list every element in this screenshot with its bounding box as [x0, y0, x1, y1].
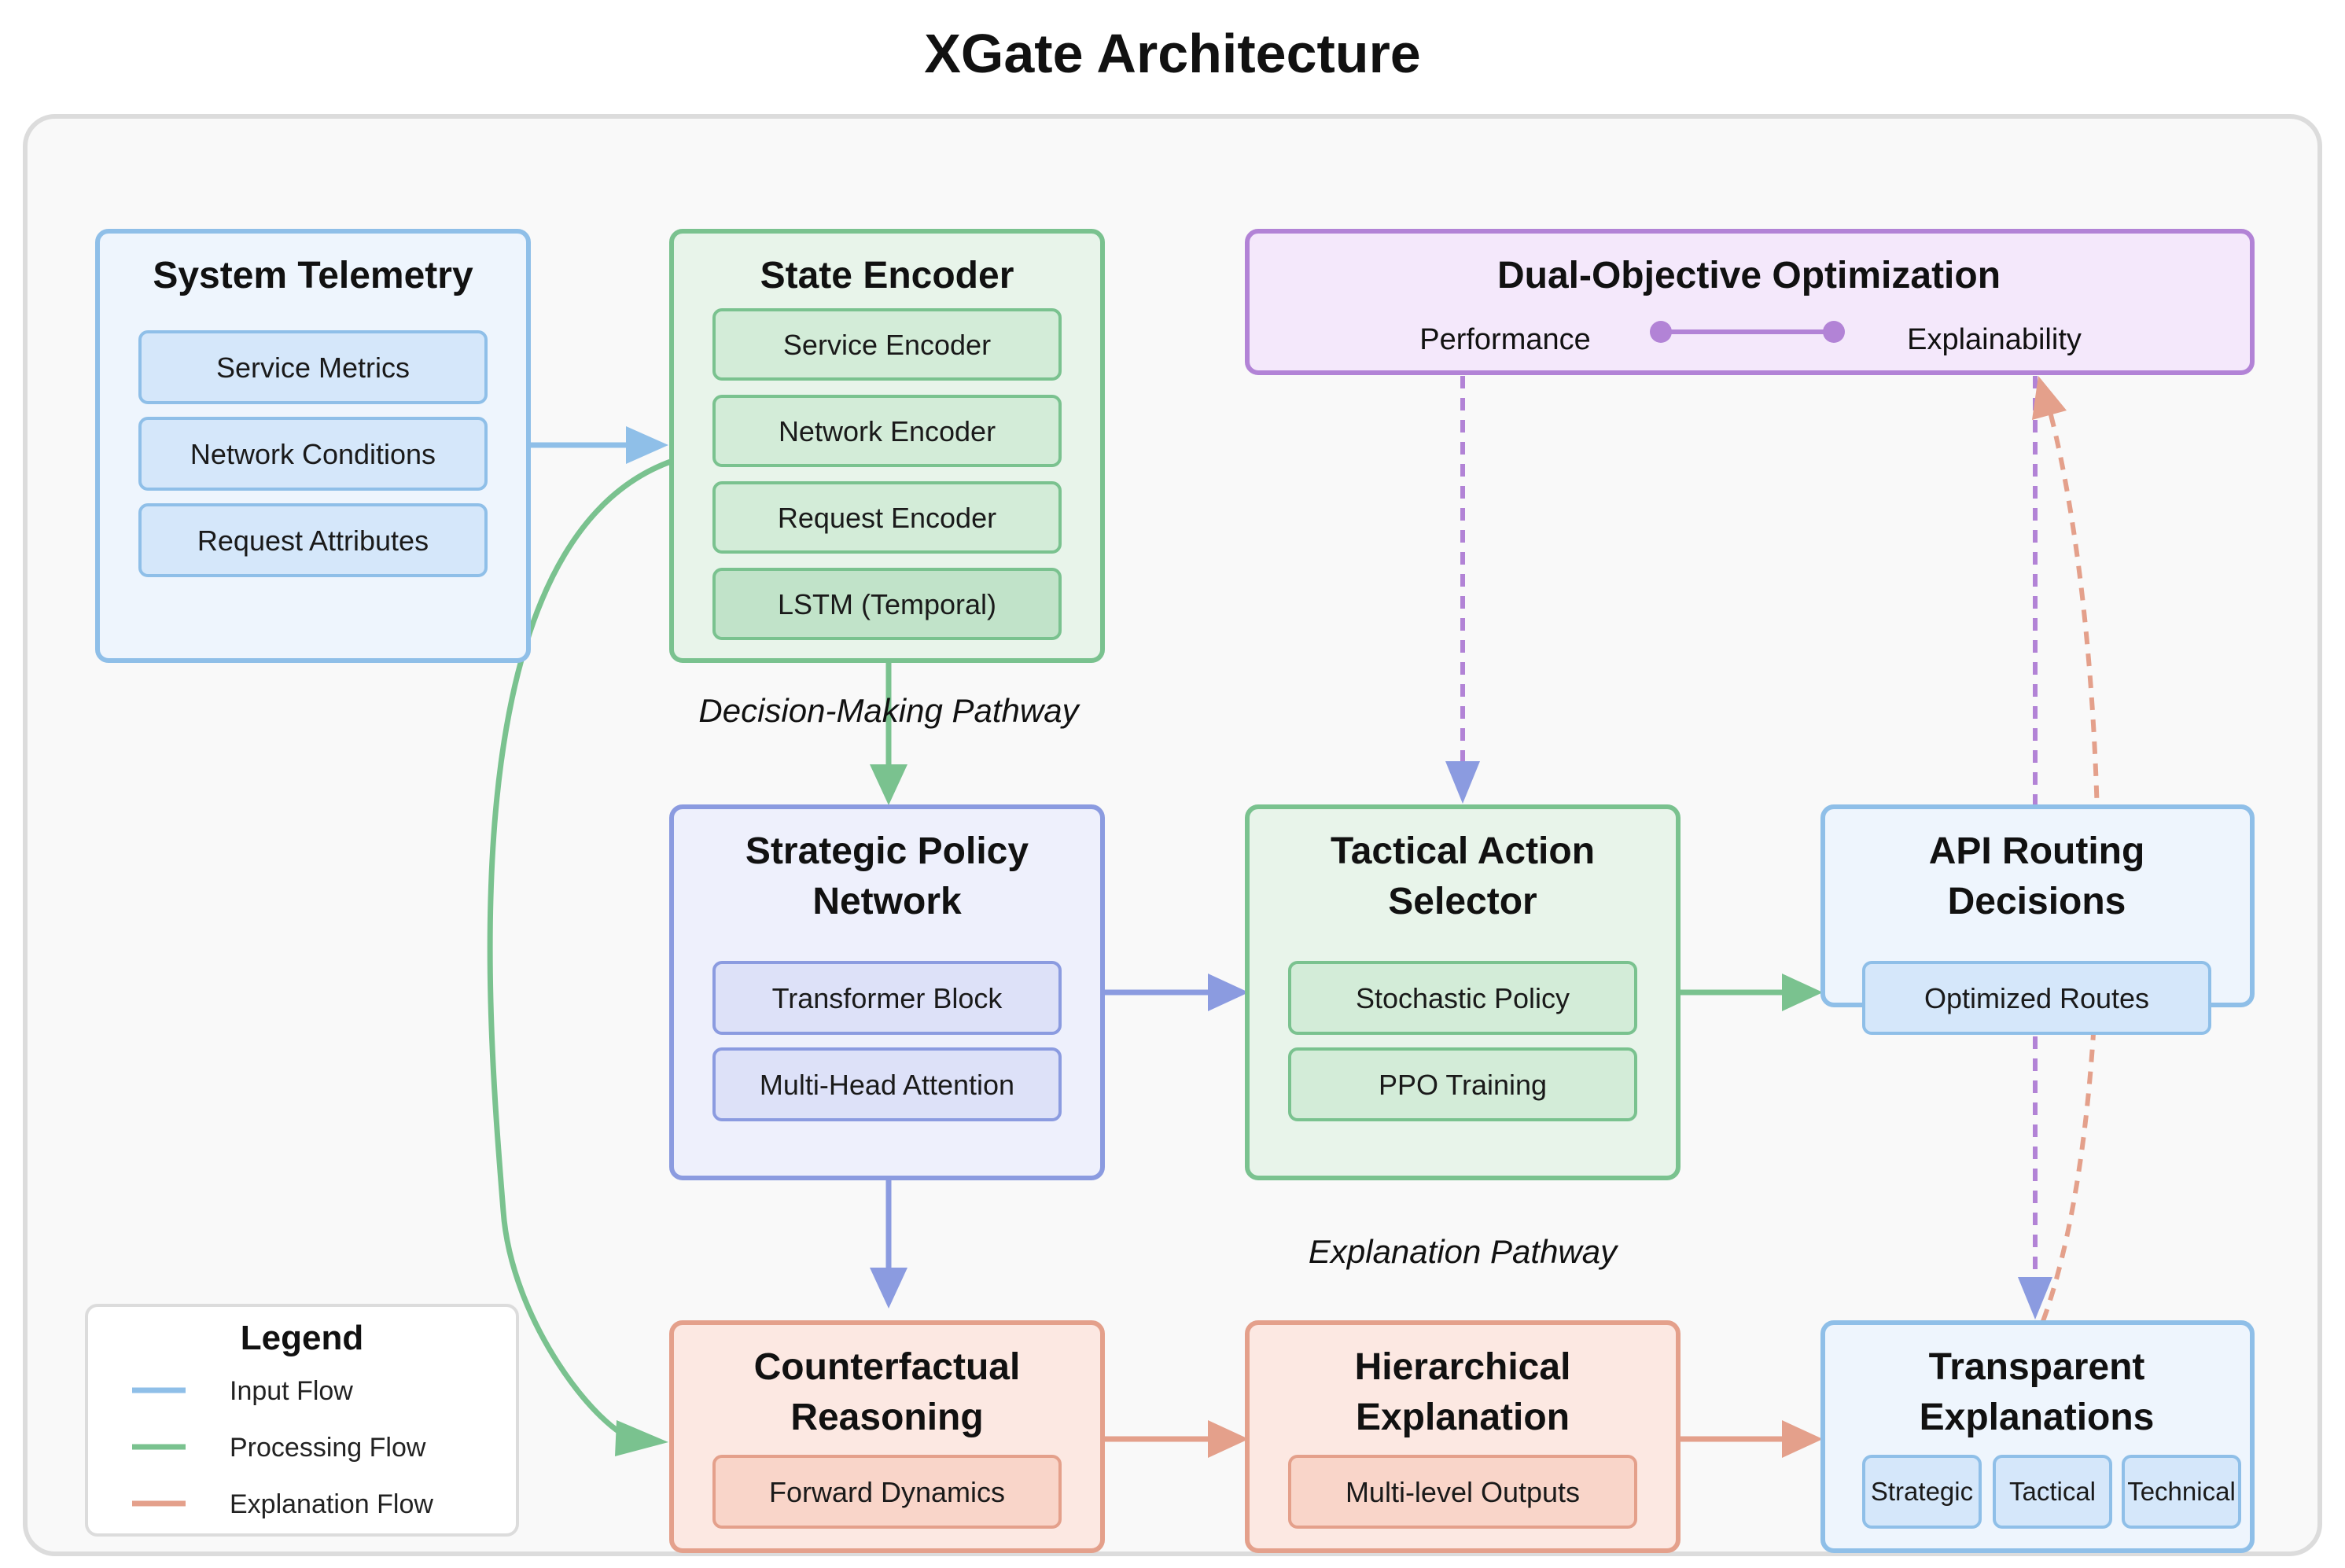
arrowhead-policy-to-tactical	[1208, 974, 1249, 1011]
telemetry-item-request-attributes: Request Attributes	[197, 525, 429, 557]
objective-explainability-dot	[1823, 321, 1845, 343]
telemetry-item-service-metrics: Service Metrics	[216, 352, 410, 384]
arrowhead-counterfactual-to-hierarchical	[1208, 1420, 1249, 1458]
encoder-item-service: Service Encoder	[783, 329, 991, 361]
policy-item-attention: Multi-Head Attention	[760, 1069, 1014, 1101]
legend-explanation-label: Explanation Flow	[230, 1489, 433, 1519]
dual-objective-box: Dual-Objective Optimization Performance …	[1245, 229, 2255, 375]
objective-explainability: Explainability	[1907, 323, 2082, 356]
encoder-item-network: Network Encoder	[779, 415, 996, 447]
hierarchical-title-line2: Explanation	[1356, 1397, 1570, 1438]
arrowhead-encoder-to-counterfactual	[615, 1420, 668, 1456]
encoder-item-lstm: LSTM (Temporal)	[778, 588, 996, 620]
state-encoder-box: State Encoder Service Encoder Network En…	[669, 229, 1105, 663]
api-routing-title-line2: Decisions	[1948, 881, 2126, 922]
diagram-title: XGate Architecture	[924, 23, 1421, 84]
tactical-action-box: Tactical Action Selector Stochastic Poli…	[1245, 804, 1681, 1180]
arrowhead-hierarchical-to-transparent	[1782, 1420, 1823, 1458]
tactical-action-title-line1: Tactical Action	[1331, 830, 1595, 872]
tactical-item-stochastic: Stochastic Policy	[1356, 982, 1570, 1014]
arrowhead-policy-to-counterfactual	[870, 1268, 907, 1309]
strategic-policy-title-line1: Strategic Policy	[745, 830, 1029, 872]
api-routing-box: API Routing Decisions Optimized Routes	[1820, 804, 2255, 1035]
explanation-pathway-label: Explanation Pathway	[1309, 1233, 1619, 1270]
hierarchical-box: Hierarchical Explanation Multi-level Out…	[1245, 1320, 1681, 1553]
legend: Legend Input Flow Processing Flow Explan…	[85, 1304, 519, 1537]
hierarchical-item-multilevel: Multi-level Outputs	[1346, 1476, 1580, 1508]
transparent-item-tactical: Tactical	[2009, 1477, 2096, 1506]
arrowhead-encoder-to-policy	[870, 764, 907, 805]
arrowhead-transparent-to-optimization	[2032, 376, 2067, 420]
encoder-item-request: Request Encoder	[778, 502, 996, 534]
tactical-item-ppo: PPO Training	[1379, 1069, 1547, 1101]
counterfactual-title-line1: Counterfactual	[754, 1346, 1021, 1388]
arrow-encoder-to-counterfactual	[487, 448, 713, 1444]
counterfactual-item-forward: Forward Dynamics	[769, 1476, 1005, 1508]
policy-item-transformer: Transformer Block	[772, 982, 1003, 1014]
legend-processing-label: Processing Flow	[230, 1433, 426, 1463]
system-telemetry-box: System Telemetry Service Metrics Network…	[95, 229, 531, 663]
strategic-policy-box: Strategic Policy Network Transformer Blo…	[669, 804, 1105, 1180]
transparent-title-line2: Explanations	[1920, 1397, 2155, 1438]
arrowhead-telemetry-to-encoder	[626, 426, 668, 464]
transparent-item-technical: Technical	[2127, 1477, 2236, 1506]
objective-performance: Performance	[1419, 323, 1591, 356]
arrowhead-tactical-to-routing	[1782, 974, 1823, 1011]
hierarchical-title-line1: Hierarchical	[1355, 1346, 1571, 1388]
legend-title: Legend	[241, 1319, 363, 1357]
telemetry-item-network-conditions: Network Conditions	[190, 438, 436, 470]
decision-pathway-label: Decision-Making Pathway	[698, 692, 1080, 729]
state-encoder-title: State Encoder	[760, 255, 1014, 296]
dual-objective-title: Dual-Objective Optimization	[1497, 255, 2001, 296]
strategic-policy-title-line2: Network	[812, 881, 962, 922]
legend-input-label: Input Flow	[230, 1376, 353, 1406]
counterfactual-title-line2: Reasoning	[790, 1397, 983, 1438]
system-telemetry-title: System Telemetry	[153, 255, 473, 296]
routing-item-optimized: Optimized Routes	[1924, 982, 2149, 1014]
transparent-item-strategic: Strategic	[1871, 1477, 1973, 1506]
tactical-action-title-line2: Selector	[1388, 881, 1537, 922]
diagram-canvas	[23, 114, 2322, 1556]
transparent-box: Transparent Explanations Strategic Tacti…	[1820, 1320, 2255, 1553]
arrowhead-optimization-to-transparent	[2018, 1277, 2052, 1320]
arrowhead-optimization-to-tactical	[1445, 761, 1480, 804]
api-routing-title-line1: API Routing	[1929, 830, 2145, 872]
counterfactual-box: Counterfactual Reasoning Forward Dynamic…	[669, 1320, 1105, 1553]
arrow-transparent-to-optimization	[2041, 408, 2101, 1323]
objective-performance-dot	[1650, 321, 1672, 343]
transparent-title-line1: Transparent	[1929, 1346, 2145, 1388]
